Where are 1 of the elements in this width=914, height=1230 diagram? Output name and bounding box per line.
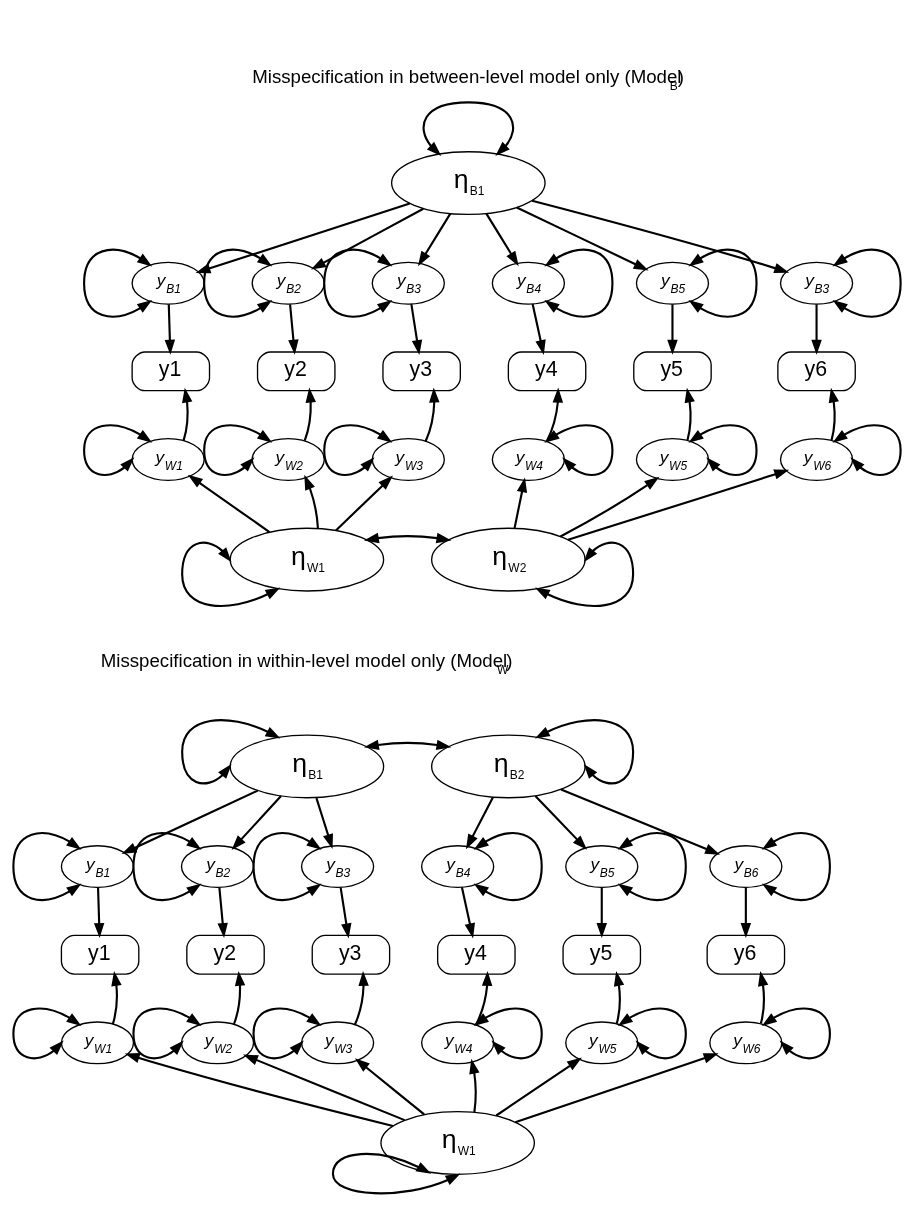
label: Misspecification in within-level model only (Model$_{W}$): [100, 649, 513, 677]
